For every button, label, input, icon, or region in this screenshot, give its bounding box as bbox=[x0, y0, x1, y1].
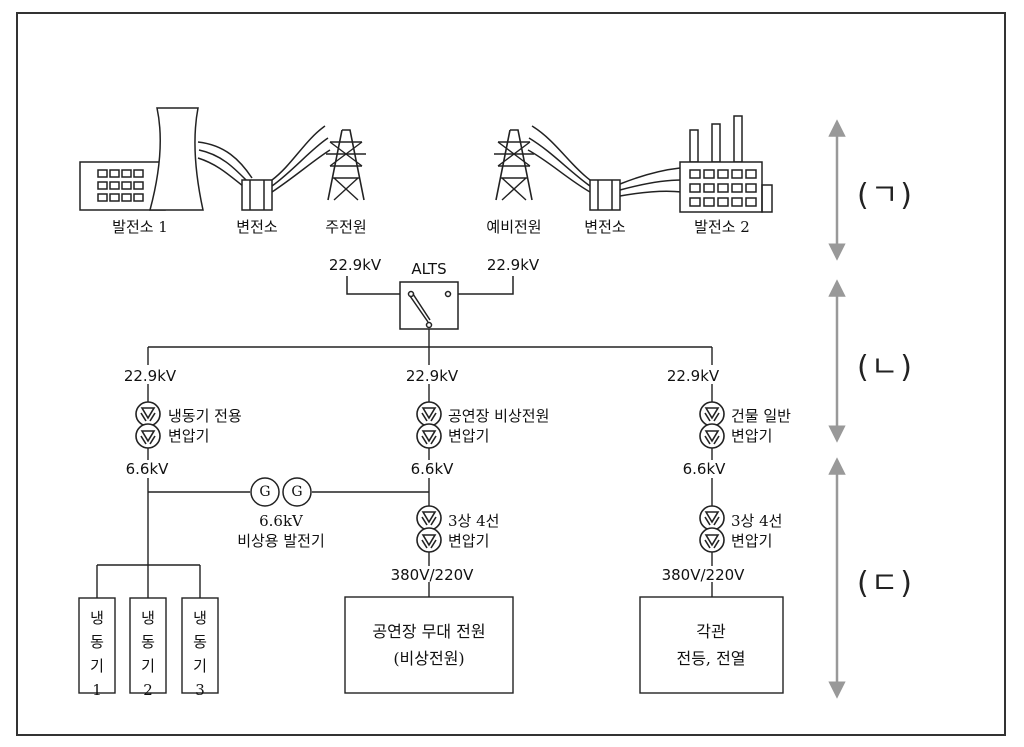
lighting-power-box bbox=[639, 596, 784, 694]
alts-switch bbox=[346, 276, 514, 330]
chiller-2-label: 냉 동 기 2 bbox=[141, 609, 155, 699]
chiller-1-box bbox=[78, 597, 116, 694]
chiller-2-box bbox=[129, 597, 167, 694]
center-hv-label: 22.9kV bbox=[405, 367, 459, 385]
generator-label: 6.6kV 비상용 발전기 bbox=[237, 512, 325, 551]
center-3phase-label: 3상 4선 변압기 bbox=[448, 512, 500, 551]
right-3phase-transformer-icon bbox=[699, 505, 725, 553]
generator-1-symbol: G bbox=[259, 484, 271, 500]
generator-1-icon bbox=[250, 477, 280, 507]
power-plant-2-icon bbox=[679, 115, 773, 213]
right-lv-label: 6.6kV bbox=[682, 460, 726, 478]
center-3phase-transformer-icon bbox=[416, 505, 442, 553]
plant1-label: 발전소 1 bbox=[112, 218, 168, 236]
emergency-transformer-icon bbox=[416, 401, 442, 449]
section-label-2: (ㄴ) bbox=[857, 350, 915, 385]
incoming-voltage-right: 22.9kV bbox=[486, 256, 540, 274]
backup-power-tower-icon bbox=[493, 129, 535, 201]
generator-2-icon bbox=[282, 477, 312, 507]
substation-left-icon bbox=[241, 125, 331, 211]
center-transformer-label: 공연장 비상전원 변압기 bbox=[448, 407, 550, 446]
generator-2-symbol: G bbox=[291, 484, 303, 500]
section-label-1: (ㄱ) bbox=[857, 178, 915, 213]
chiller-3-box bbox=[181, 597, 219, 694]
lighting-power-text: 각관 전등, 전열 bbox=[676, 622, 746, 669]
substation-left-label: 변전소 bbox=[236, 218, 278, 236]
section-label-3: (ㄷ) bbox=[857, 566, 915, 601]
main-power-label: 주전원 bbox=[325, 218, 367, 236]
left-hv-label: 22.9kV bbox=[123, 367, 177, 385]
chiller-3-label: 냉 동 기 3 bbox=[193, 609, 207, 699]
center-lv-label: 6.6kV bbox=[410, 460, 454, 478]
incoming-voltage-left: 22.9kV bbox=[328, 256, 382, 274]
right-transformer-label: 건물 일반 변압기 bbox=[731, 407, 791, 446]
main-power-tower-icon bbox=[325, 129, 367, 201]
backup-power-label: 예비전원 bbox=[486, 218, 542, 236]
right-out-label: 380V/220V bbox=[661, 566, 745, 584]
right-3phase-label: 3상 4선 변압기 bbox=[731, 512, 783, 551]
alts-label: ALTS bbox=[411, 260, 447, 278]
chiller-transformer-icon bbox=[135, 401, 161, 449]
right-hv-label: 22.9kV bbox=[666, 367, 720, 385]
center-out-label: 380V/220V bbox=[390, 566, 474, 584]
chiller-1-label: 냉 동 기 1 bbox=[90, 609, 104, 699]
general-transformer-icon bbox=[699, 401, 725, 449]
left-transformer-label: 냉동기 전용 변압기 bbox=[168, 407, 242, 446]
left-lv-label: 6.6kV bbox=[125, 460, 169, 478]
branch-lines bbox=[96, 384, 713, 598]
outer-frame bbox=[16, 12, 1006, 736]
plant2-label: 발전소 2 bbox=[694, 218, 750, 236]
substation-right-label: 변전소 bbox=[584, 218, 626, 236]
stage-power-text: 공연장 무대 전원 (비상전원) bbox=[372, 622, 486, 669]
substation-right-icon bbox=[527, 125, 683, 211]
power-plant-1-icon bbox=[79, 107, 253, 211]
main-bus bbox=[147, 329, 713, 365]
stage-power-box bbox=[344, 596, 514, 694]
